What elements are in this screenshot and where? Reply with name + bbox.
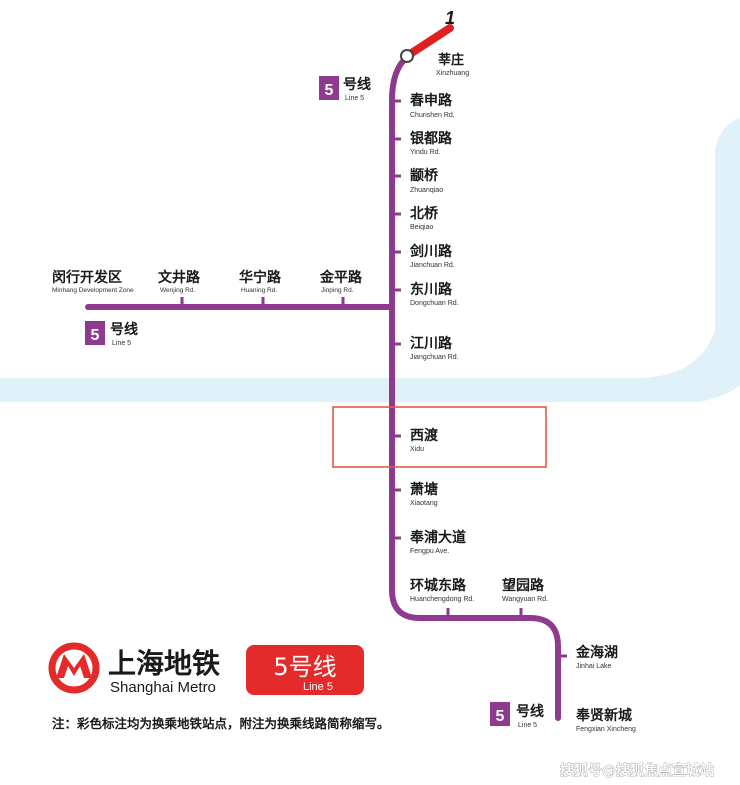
station-name-zh: 萧塘 [410, 481, 438, 498]
station-jianchuan: 剑川路 Jianchuan Rd. [409, 243, 455, 269]
line-badge-number: 5 [325, 82, 334, 99]
station-name-zh: 北桥 [410, 205, 439, 222]
line-5-main-track [389, 54, 561, 721]
station-xinzhuang: 莘庄 Xinzhuang [436, 52, 469, 77]
line-badge-zh: 号线 [516, 703, 544, 720]
station-name-en: Wenjing Rd. [160, 287, 195, 294]
line-badge-box [319, 76, 339, 100]
station-name-zh: 金平路 [319, 269, 363, 286]
watermark: 搜狐号@搜狐焦点宣城站 [560, 762, 714, 779]
line-badge-number: 5 [91, 327, 100, 344]
station-name-zh: 华宁路 [239, 269, 282, 286]
station-jiangchuan: 江川路 Jiangchuan Rd. [410, 335, 459, 361]
legend-note: 注：彩色标注均为换乘地铁站点，附注为换乘线路简称缩写。 [52, 716, 390, 731]
station-jinping: 金平路 Jinping Rd. [319, 269, 363, 294]
station-zhuanqiao: 颛桥 Zhuanqiao [410, 167, 443, 194]
line-badge-en: Line 5 [345, 95, 364, 102]
station-name-en: Huaning Rd. [241, 287, 277, 294]
station-name-en: Dongchuan Rd. [410, 300, 459, 307]
station-wangyuan: 望园路 Wangyuan Rd. [502, 577, 548, 603]
station-name-zh: 银都路 [410, 130, 453, 147]
legend-title-zh: 上海地铁 [108, 647, 220, 680]
station-name-zh: 春申路 [409, 92, 453, 109]
station-name-zh: 奉浦大道 [410, 529, 466, 546]
station-name-zh: 莘庄 [438, 52, 464, 68]
station-xiaotang: 萧塘 Xiaotang [410, 481, 438, 507]
station-name-zh: 环城东路 [410, 577, 467, 594]
station-name-zh: 颛桥 [410, 167, 439, 184]
station-beiqiao: 北桥 Beiqiao [410, 205, 439, 231]
station-name-en: Huanchengdong Rd. [410, 596, 474, 603]
line-badge-en: Line 5 [112, 340, 131, 347]
station-name-en: Jinping Rd. [321, 287, 354, 294]
station-name-en: Zhuanqiao [410, 187, 443, 194]
station-xidu: 西渡 Xidu [410, 427, 439, 453]
station-name-zh: 奉贤新城 [576, 707, 632, 724]
line-badge-en: Line 5 [518, 722, 537, 729]
station-name-zh: 文井路 [158, 269, 201, 286]
station-name-zh: 西渡 [410, 427, 439, 444]
station-name-en: Chunshen Rd. [410, 112, 455, 119]
station-minhang: 闵行开发区 Minhang Development Zone [52, 269, 134, 294]
station-name-en: Beiqiao [410, 224, 433, 231]
station-name-zh: 江川路 [410, 335, 453, 352]
station-huancheng: 环城东路 Huanchengdong Rd. [410, 577, 474, 603]
station-name-en: Minhang Development Zone [52, 287, 134, 294]
line-badge-number: 5 [496, 708, 505, 725]
branch-station-labels: 闵行开发区 Minhang Development Zone 文井路 Wenji… [52, 269, 363, 294]
station-jinhaihu: 金海湖 Jinhai Lake [575, 644, 618, 670]
station-labels: 莘庄 Xinzhuang 春申路 Chunshen Rd. 银都路 Yindu … [409, 52, 636, 733]
xidu-highlight-box [332, 406, 547, 468]
station-name-zh: 望园路 [502, 577, 545, 594]
station-name-zh: 剑川路 [409, 243, 453, 260]
station-name-en: Wangyuan Rd. [502, 596, 548, 603]
river [0, 118, 740, 402]
legend-line-badge: 5号线 Line 5 [246, 645, 364, 695]
station-name-zh: 金海湖 [575, 644, 618, 661]
line-badge-box [490, 702, 510, 726]
xinzhuang-interchange-circle [400, 49, 414, 63]
line-5-tracks [85, 54, 561, 721]
station-name-en: Yindu Rd. [410, 149, 441, 156]
legend-title-en: Shanghai Metro [110, 679, 216, 696]
legend: 上海地铁 Shanghai Metro 5号线 Line 5 注：彩色标注均为换… [48, 642, 390, 731]
station-name-en: Jiangchuan Rd. [410, 354, 459, 361]
station-name-zh: 东川路 [410, 281, 453, 298]
line-5-badge-branch: 5 号线 Line 5 [85, 321, 138, 347]
legend-line-badge-box [246, 645, 364, 695]
station-name-en: Fengpu Ave. [410, 548, 449, 555]
line-5-badge-bottom: 5 号线 Line 5 [490, 702, 544, 729]
station-fengpu: 奉浦大道 Fengpu Ave. [410, 529, 466, 555]
line-1-label: 1 [445, 8, 455, 28]
line-badge-box [85, 321, 105, 345]
station-huaning: 华宁路 Huaning Rd. [239, 269, 282, 294]
station-wenjing: 文井路 Wenjing Rd. [158, 269, 201, 294]
legend-line-label: 5号线 [273, 653, 336, 681]
line-5-badge-top: 5 号线 Line 5 [319, 76, 371, 102]
station-name-zh: 闵行开发区 [52, 269, 122, 286]
line-1-segment [403, 24, 454, 60]
river-horizontal [0, 118, 740, 402]
station-name-en: Xiaotang [410, 500, 438, 507]
station-fengxian: 奉贤新城 Fengxian Xincheng [576, 707, 636, 733]
station-yindu: 银都路 Yindu Rd. [410, 130, 453, 156]
station-name-en: Fengxian Xincheng [576, 726, 636, 733]
line-badge-zh: 号线 [110, 321, 138, 338]
legend-line-label-en: Line 5 [303, 681, 333, 693]
station-name-en: Jinhai Lake [576, 663, 612, 670]
shanghai-metro-logo-icon [48, 642, 100, 694]
station-name-en: Xidu [410, 446, 424, 453]
line-badge-zh: 号线 [343, 76, 371, 93]
station-name-en: Jianchuan Rd. [410, 262, 455, 269]
station-name-en: Xinzhuang [436, 70, 469, 77]
station-ticks [180, 99, 567, 658]
station-chunshen: 春申路 Chunshen Rd. [409, 92, 455, 119]
station-dongchuan: 东川路 Dongchuan Rd. [410, 281, 459, 307]
